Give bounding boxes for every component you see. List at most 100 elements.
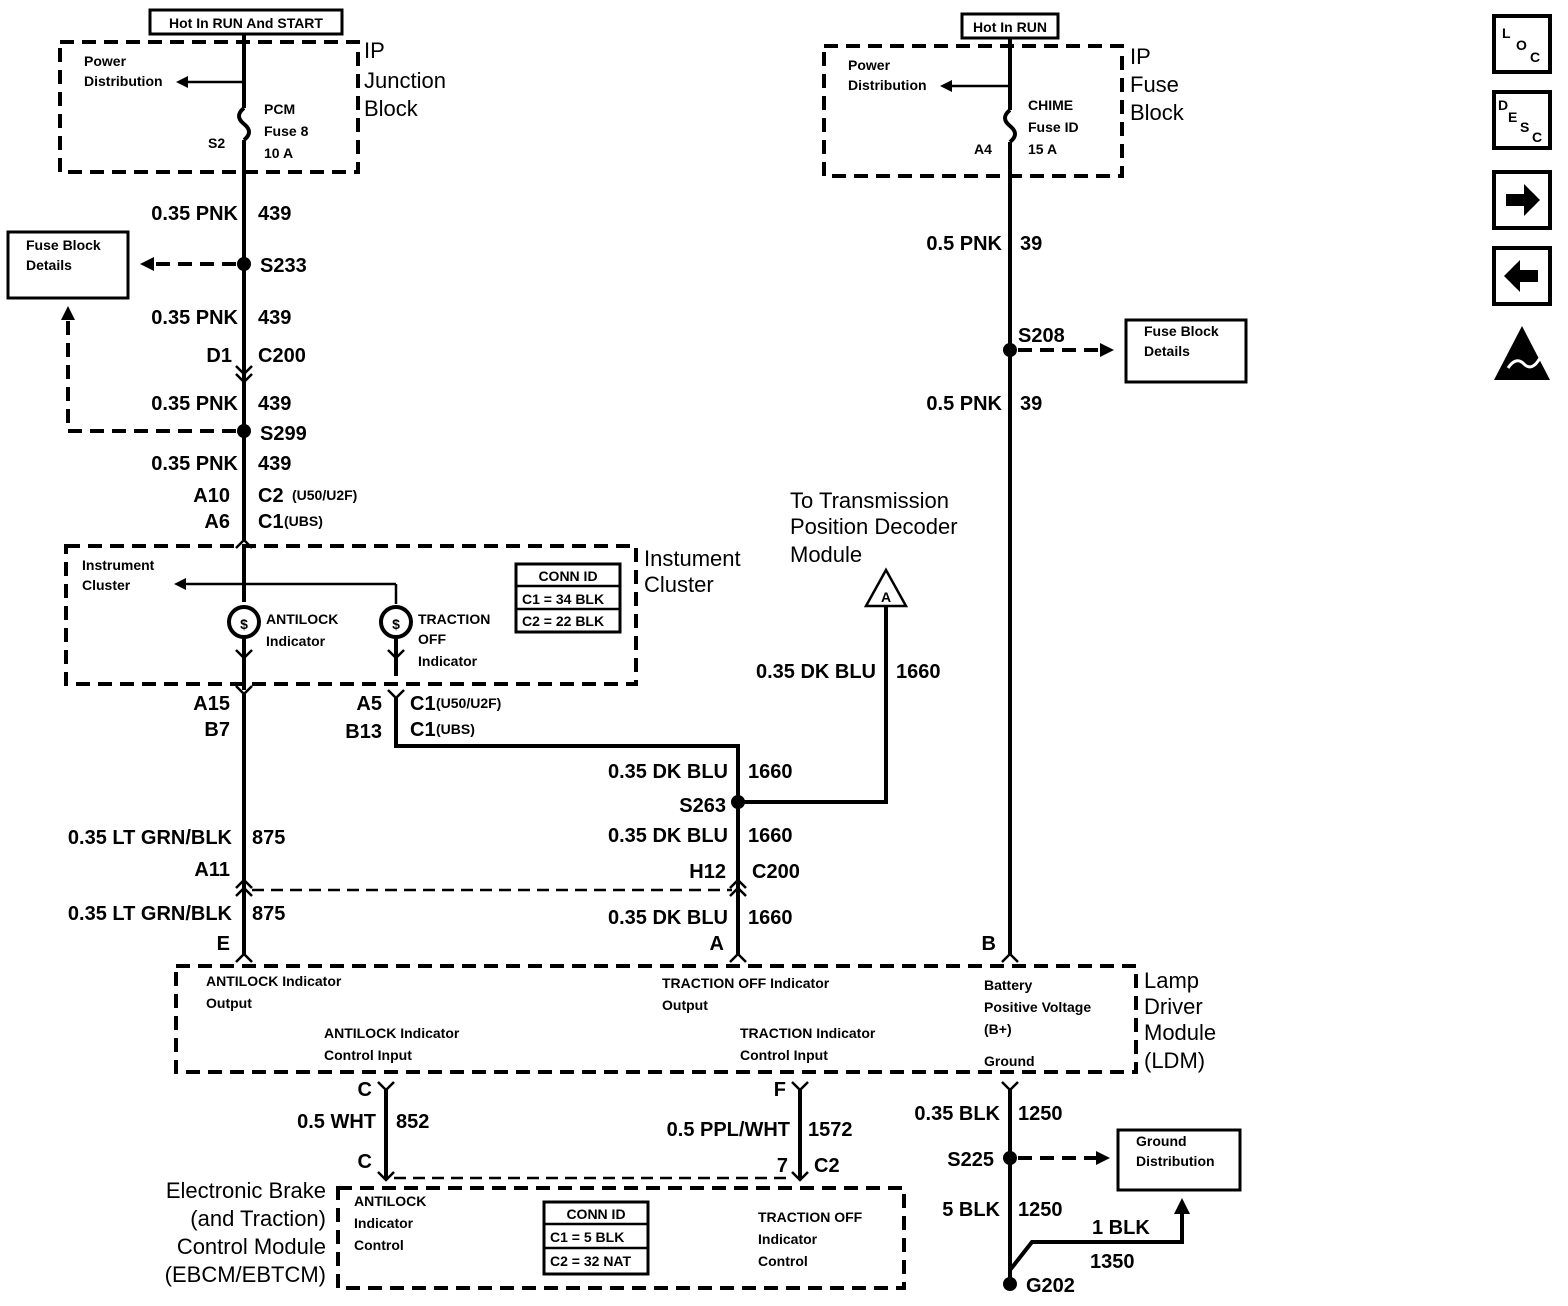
splice-s208 [1003, 343, 1017, 357]
svg-text:5 BLK: 5 BLK [942, 1199, 1000, 1221]
svg-text:C1 = 34 BLK: C1 = 34 BLK [522, 591, 604, 607]
svg-text:B7: B7 [204, 719, 230, 741]
svg-text:B: B [982, 933, 996, 955]
svg-text:Distribution: Distribution [84, 73, 163, 89]
svg-text:B13: B13 [345, 721, 382, 743]
svg-text:Distribution: Distribution [1136, 1153, 1215, 1169]
svg-text:C200: C200 [258, 345, 306, 367]
svg-text:Ground: Ground [984, 1053, 1035, 1069]
svg-text:1660: 1660 [748, 825, 793, 847]
description-icon[interactable]: D E S C [1492, 90, 1552, 150]
svg-text:C1: C1 [410, 693, 436, 715]
wire-1350 [1008, 1212, 1184, 1272]
svg-text:Control Input: Control Input [740, 1047, 828, 1063]
ip-fuse-block-label: IP [1130, 44, 1151, 69]
location-icon[interactable]: L O C [1492, 14, 1552, 74]
instrument-cluster-label: Instument [644, 546, 741, 571]
svg-text:875: 875 [252, 827, 285, 849]
svg-text:TRACTION OFF: TRACTION OFF [758, 1209, 863, 1225]
svg-text:Battery: Battery [984, 977, 1032, 993]
svg-text:Control Module: Control Module [177, 1234, 326, 1259]
ip-junction-label: IP [364, 38, 385, 63]
svg-text:D1: D1 [206, 345, 232, 367]
svg-text:A15: A15 [193, 693, 230, 715]
svg-text:(UBS): (UBS) [284, 513, 323, 529]
svg-text:0.35 LT GRN/BLK: 0.35 LT GRN/BLK [68, 827, 233, 849]
svg-text:$: $ [392, 616, 400, 632]
svg-text:Output: Output [662, 997, 708, 1013]
svg-text:Details: Details [1144, 343, 1190, 359]
svg-text:C: C [358, 1079, 372, 1101]
svg-text:0.35 BLK: 0.35 BLK [914, 1103, 1000, 1125]
svg-text:10 A: 10 A [264, 145, 293, 161]
svg-text:L: L [1502, 25, 1511, 41]
svg-text:Power: Power [848, 57, 891, 73]
svg-text:Block: Block [364, 96, 419, 121]
svg-text:Positive Voltage: Positive Voltage [984, 999, 1091, 1015]
svg-text:Details: Details [26, 257, 72, 273]
svg-text:S263: S263 [679, 795, 726, 817]
svg-text:A: A [710, 933, 724, 955]
svg-text:C2 = 32 NAT: C2 = 32 NAT [550, 1253, 631, 1269]
svg-text:0.35 DK BLU: 0.35 DK BLU [608, 825, 728, 847]
svg-text:E: E [1508, 109, 1517, 125]
svg-text:S: S [1520, 119, 1529, 135]
svg-text:39: 39 [1020, 233, 1042, 255]
svg-text:S2: S2 [208, 135, 225, 151]
svg-text:TRACTION: TRACTION [418, 611, 490, 627]
svg-text:Control: Control [758, 1253, 808, 1269]
svg-text:C2: C2 [814, 1155, 840, 1177]
svg-text:Fuse Block: Fuse Block [1144, 323, 1219, 339]
svg-text:1 BLK: 1 BLK [1092, 1217, 1150, 1239]
svg-text:Module: Module [790, 542, 862, 567]
next-arrow-icon[interactable] [1492, 170, 1552, 230]
chime-fuse-symbol [1003, 108, 1017, 144]
splice-s299 [237, 424, 251, 438]
lamp-driver-module-box [174, 964, 1138, 1074]
svg-text:1660: 1660 [896, 661, 941, 683]
svg-text:1250: 1250 [1018, 1199, 1063, 1221]
splice-s233 [237, 257, 251, 271]
fuse-block-details-left[interactable] [6, 230, 130, 300]
svg-text:Distribution: Distribution [848, 77, 927, 93]
ground-distribution-box[interactable] [1116, 1128, 1242, 1192]
svg-text:1660: 1660 [748, 907, 793, 929]
svg-text:Junction: Junction [364, 68, 446, 93]
svg-text:Indicator: Indicator [266, 633, 326, 649]
svg-text:A11: A11 [194, 859, 230, 881]
hot-run-box [960, 12, 1060, 40]
svg-text:0.35 DK BLU: 0.35 DK BLU [608, 761, 728, 783]
svg-text:(and Traction): (and Traction) [190, 1206, 326, 1231]
svg-text:0.35 PNK: 0.35 PNK [151, 203, 238, 225]
ip-junction-block [58, 40, 360, 174]
pcm-fuse-symbol [237, 106, 251, 142]
svg-text:A5: A5 [356, 693, 382, 715]
off-page-ref-a[interactable] [863, 567, 909, 608]
svg-text:(EBCM/EBTCM): (EBCM/EBTCM) [165, 1262, 326, 1287]
svg-text:Fuse Block: Fuse Block [26, 237, 101, 253]
svg-text:Driver: Driver [1144, 994, 1203, 1019]
svg-text:Fuse 8: Fuse 8 [264, 123, 309, 139]
svg-text:439: 439 [258, 307, 291, 329]
svg-text:$: $ [240, 616, 248, 632]
svg-text:ANTILOCK: ANTILOCK [354, 1193, 426, 1209]
fuse-block-details-right[interactable] [1124, 318, 1248, 384]
svg-text:C2 = 22 BLK: C2 = 22 BLK [522, 613, 604, 629]
ebcm-conn-id-table [542, 1200, 650, 1276]
svg-text:S208: S208 [1018, 325, 1065, 347]
svg-text:O: O [1516, 37, 1527, 53]
svg-text:TRACTION OFF Indicator: TRACTION OFF Indicator [662, 975, 830, 991]
svg-text:0.5 PPL/WHT: 0.5 PPL/WHT [667, 1119, 790, 1141]
svg-text:Ground: Ground [1136, 1133, 1187, 1149]
svg-text:Hot In RUN: Hot In RUN [973, 19, 1047, 35]
svg-text:Module: Module [1144, 1020, 1216, 1045]
svg-text:A6: A6 [204, 511, 230, 533]
svg-text:A: A [881, 589, 891, 605]
svg-text:15 A: 15 A [1028, 141, 1057, 157]
back-arrow-icon[interactable] [1492, 246, 1552, 306]
svg-text:0.5 PNK: 0.5 PNK [926, 393, 1002, 415]
svg-text:0.35 PNK: 0.35 PNK [151, 393, 238, 415]
svg-text:A4: A4 [974, 141, 992, 157]
ip-fuse-block [822, 44, 1124, 178]
